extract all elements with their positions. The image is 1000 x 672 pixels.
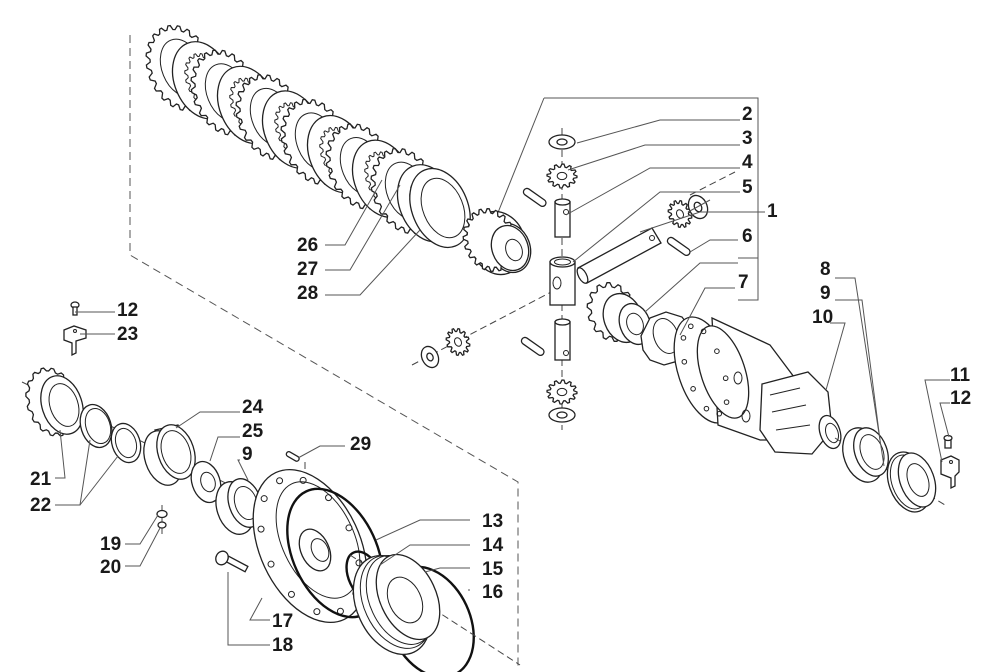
callout-17: 17: [272, 611, 293, 632]
housing-bolt-hole: [690, 386, 696, 392]
ring-nut-right: [886, 451, 937, 513]
pinion-hub: [453, 337, 463, 347]
callout-20: 20: [100, 557, 121, 578]
leader-lines: [55, 119, 950, 646]
callout-22: 22: [30, 495, 51, 516]
cover-bolt-hole: [299, 476, 307, 484]
screw-left: [70, 301, 80, 316]
pressure-plate: [409, 167, 471, 249]
housing-bolt-hole: [680, 335, 687, 341]
roll-pin-lower: [520, 336, 545, 357]
callout-26: 26: [297, 235, 318, 256]
roll-pin-right: [666, 236, 691, 257]
housing-bolt-hole: [703, 405, 710, 412]
thrust-washer-top: [548, 134, 576, 150]
callout-9-right: 9: [820, 283, 831, 304]
callout-12-left: 12: [117, 300, 138, 321]
side-gear: [462, 208, 532, 276]
callout-9-left: 9: [242, 444, 253, 465]
callout-3: 3: [742, 128, 753, 149]
pinion-bottom: [546, 379, 578, 405]
callout-10: 10: [812, 307, 833, 328]
callout-12-right: 12: [950, 388, 971, 409]
pinion-hub: [556, 171, 568, 181]
callout-13: 13: [482, 511, 503, 532]
cover-bolt-hole: [345, 524, 353, 532]
callout-4: 4: [742, 152, 753, 173]
clutch-pack: [145, 24, 471, 249]
left-bearing-stack: [21, 367, 301, 535]
pinion-teeth: [546, 163, 578, 189]
callout-16: 16: [482, 582, 503, 603]
callout-28: 28: [297, 283, 318, 304]
cover-flange: [252, 468, 368, 624]
right-side-gear: [586, 282, 652, 346]
roll-pin-upper: [522, 187, 547, 208]
short-pin-upper: [554, 198, 571, 238]
thrust-washer-bottom: [548, 407, 576, 423]
cover-bolt-hole: [313, 608, 321, 616]
piston: [349, 553, 521, 666]
differential-housing: [673, 316, 842, 455]
callout-15: 15: [482, 559, 504, 580]
cover-bolt-hole: [325, 494, 333, 502]
callout-2: 2: [742, 104, 753, 125]
housing-bolt-hole: [681, 358, 688, 365]
housing-bolt-hole: [687, 323, 694, 330]
cover-bolt-hole: [260, 495, 268, 503]
callout-24: 24: [242, 397, 264, 418]
short-pin-lower: [554, 318, 571, 361]
callout-1: 1: [767, 201, 778, 222]
callout-18: 18: [272, 635, 293, 656]
callout-7: 7: [738, 272, 749, 293]
pinion-teeth: [445, 327, 471, 357]
pressure-plate-bore: [420, 177, 466, 239]
cover-bolt-hole: [257, 525, 265, 533]
callout-5: 5: [742, 177, 753, 198]
callout-11: 11: [950, 365, 971, 386]
housing-bolt-hole: [723, 399, 730, 405]
callout-25: 25: [242, 421, 264, 442]
cover-bolt-hole: [276, 477, 284, 485]
cover-bolt-hole: [267, 560, 275, 568]
pinion-left: [445, 327, 471, 357]
cross-shaft: [576, 227, 662, 284]
callout-bracket: [494, 97, 759, 301]
pinion-top: [546, 163, 578, 189]
callout-6: 6: [742, 226, 753, 247]
lock-plate-right: [940, 434, 960, 490]
pinion-hub: [556, 387, 568, 397]
small-washers: [156, 505, 168, 535]
housing-bolt-hole: [714, 348, 720, 354]
pinion-teeth: [546, 379, 578, 405]
side-gear-bore: [505, 238, 523, 262]
callout-21: 21: [30, 469, 52, 490]
callout-29: 29: [350, 434, 371, 455]
callout-27: 27: [297, 259, 318, 280]
lock-plate-left: [63, 325, 87, 357]
housing-bolt-hole: [716, 410, 723, 417]
subassembly-boundary: [129, 35, 519, 668]
cover-bolt-hole: [287, 590, 295, 598]
washer-left: [420, 345, 440, 369]
callout-8: 8: [820, 259, 831, 280]
callout-23: 23: [117, 324, 138, 345]
bolt: [215, 550, 249, 573]
housing-bolt-hole: [722, 375, 729, 382]
center-block: [549, 256, 576, 306]
callout-labels: 2 3 4 5 1 6 7 8 9 10 11 12 12 23 26 27 2…: [30, 104, 971, 656]
callout-14: 14: [482, 535, 504, 556]
housing-bolt-hole: [700, 328, 707, 335]
callout-19: 19: [100, 534, 121, 555]
